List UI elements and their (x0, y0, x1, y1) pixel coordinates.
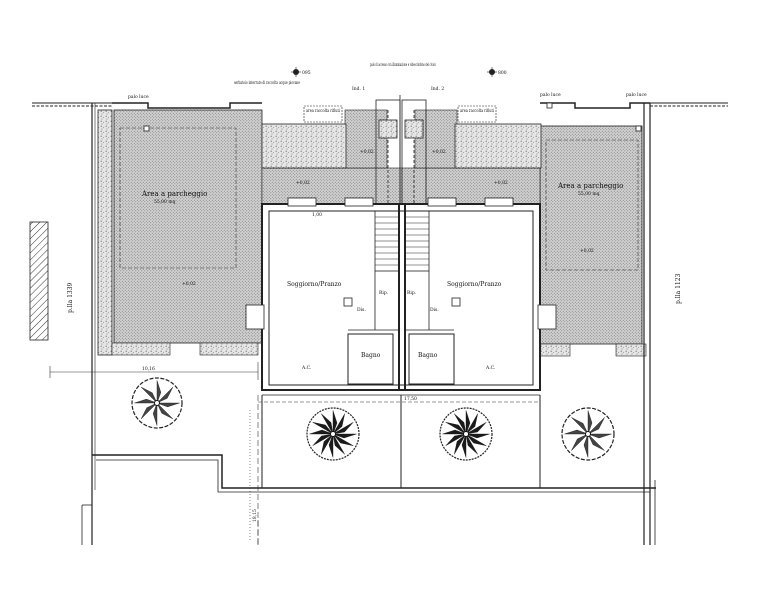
house-outline (245, 197, 557, 396)
parking-area-right (539, 125, 643, 345)
tree-icon (561, 407, 615, 461)
boundary-walls (32, 102, 728, 545)
dim-left-front: 10,16 (142, 366, 155, 372)
ac-left-label: A.C. (301, 365, 312, 371)
level-court-right: +0,02 (432, 149, 446, 155)
pole-label-2: palo luce (540, 92, 561, 98)
bath-right-label: Bagno (418, 352, 438, 359)
dis-right-label: Dis. (430, 307, 439, 313)
level-park-right: +0,02 (580, 248, 594, 254)
hedge-bottom-left-b (199, 342, 259, 356)
boundary-right-label: p.lla 1123 (675, 273, 682, 304)
entrance-right-label: Ind. 2 (431, 86, 444, 92)
compass-left-value: 095 (302, 70, 311, 76)
hedge-bottom-right-b (615, 343, 647, 357)
compass-right-value: 800 (498, 70, 507, 76)
stair-treads (375, 216, 429, 266)
ac-right-label: A.C. (485, 365, 496, 371)
hedge-bottom-right-a (539, 343, 571, 357)
neighbour-hatch (29, 221, 49, 341)
note-top-left: serbatoio interrato di raccolta acque pi… (234, 80, 300, 86)
light-poles (143, 102, 642, 132)
parking-left-title: Area a parcheggio (141, 190, 207, 198)
living-right-label: Soggiorno/Pranzo (447, 281, 502, 288)
boundary-left-label: p.lla 1339 (67, 282, 74, 313)
dim-house-side: 1,00 (312, 212, 322, 218)
dis-left-label: Dis. (357, 307, 366, 313)
hedge-left (97, 109, 113, 356)
note-waste-right: area raccolta rifiuti (460, 108, 494, 114)
level-park-left: +0,02 (182, 281, 196, 287)
entrance-left-label: Ind. 1 (352, 86, 365, 92)
tree-icon (131, 377, 183, 429)
tree-icon (439, 407, 493, 461)
bath-left-label: Bagno (361, 352, 381, 359)
level-front-left: +0,02 (296, 180, 310, 186)
note-waste-left: area raccolta rifiuti (306, 108, 340, 114)
hedge-bottom-left-a (111, 342, 171, 356)
tree-symbols (131, 377, 615, 461)
dim-house-width: 17,50 (404, 396, 417, 402)
parking-area-left (113, 109, 263, 344)
parking-left-area: 55,00 mq (154, 199, 176, 205)
parking-right-area: 55,00 mq (578, 191, 600, 197)
parking-right-title: Area a parcheggio (557, 182, 623, 190)
tree-icon (306, 407, 360, 461)
note-top-center: palo di accesso con illuminazione e vide… (370, 62, 436, 68)
dim-bottom-vertical: 18,15 (252, 509, 258, 522)
dimension-lines (49, 362, 540, 545)
level-front-right: +0,02 (494, 180, 508, 186)
pole-label-1: palo luce (128, 94, 149, 100)
pole-label-3: palo luce (626, 92, 647, 98)
compass-right-icon (487, 67, 497, 77)
waste-bin-right (457, 105, 497, 123)
waste-area-left (261, 123, 347, 169)
storage-left-label: Rip. (379, 290, 389, 296)
level-court-left: +0,02 (360, 149, 374, 155)
living-left-label: Soggiorno/Pranzo (287, 281, 342, 288)
waste-bin-left (303, 105, 343, 123)
compass-left-icon (291, 67, 301, 77)
storage-right-label: Rip. (407, 290, 417, 296)
waste-area-right (454, 123, 542, 169)
